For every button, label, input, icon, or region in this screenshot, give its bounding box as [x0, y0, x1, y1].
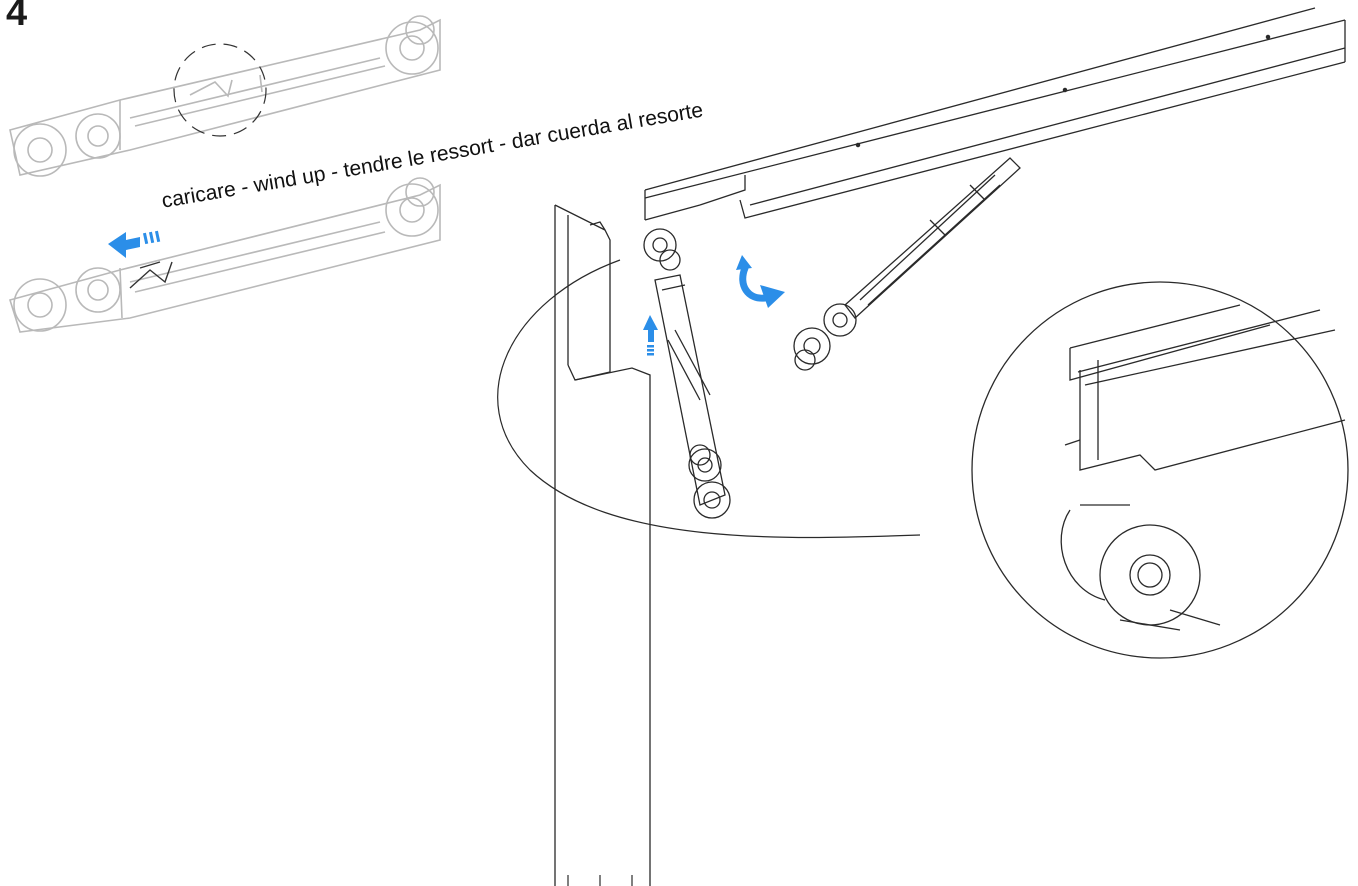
- track-rail: [644, 7, 1346, 221]
- step-number: 4: [6, 0, 28, 34]
- trolley-top-faded: [9, 15, 441, 177]
- rotate-arrow-icon: [736, 255, 785, 308]
- spring-detail: [129, 261, 173, 289]
- trolley-bottom-faded: [8, 177, 441, 333]
- trolley-inserting: [643, 228, 731, 519]
- detail-circle-small: [173, 43, 267, 137]
- detail-magnifier: [971, 281, 1349, 659]
- door-panel: [554, 204, 651, 886]
- left-arrow-icon: [108, 230, 161, 258]
- callout-arc: [497, 259, 921, 539]
- door-bottom-ticks: [567, 875, 633, 886]
- up-arrow-icon: [643, 315, 658, 356]
- trolley-angled: [793, 157, 1021, 371]
